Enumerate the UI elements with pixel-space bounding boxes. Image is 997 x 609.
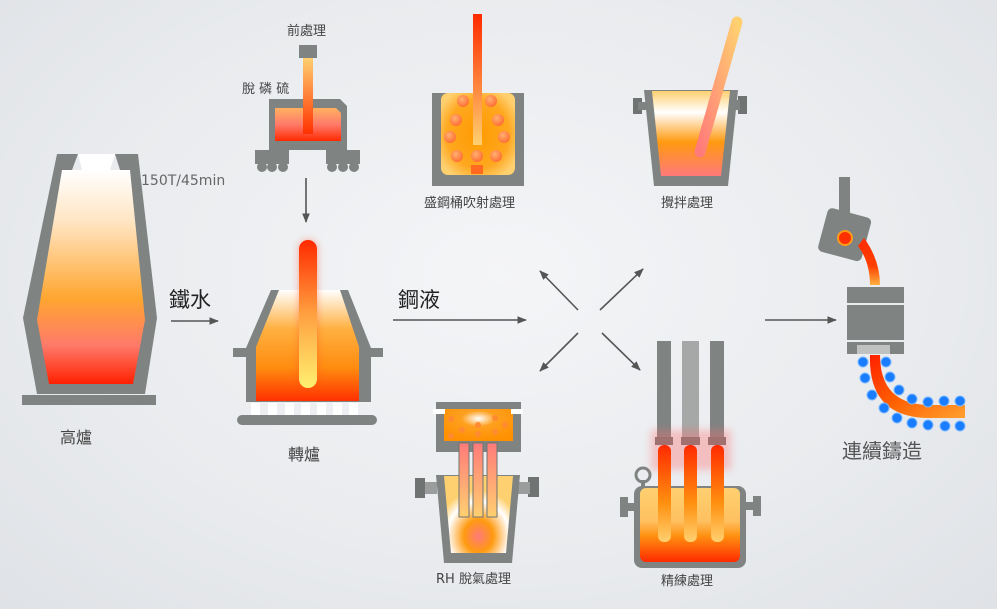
mold-top: [847, 287, 904, 303]
tundish-stream: [858, 238, 880, 285]
converter-base: [237, 415, 377, 425]
arc-left: [658, 445, 671, 542]
stirring-rod: [694, 16, 743, 158]
refining-left-trunnion-arm: [626, 503, 636, 511]
refining-left-trunnion: [620, 497, 628, 517]
arc-right: [711, 445, 724, 542]
label-ladle-injection: 盛鋼桶吹射處理: [424, 196, 516, 211]
label-stirring: 攪拌處理: [661, 196, 714, 211]
stirring-left-trunnion-arm: [638, 102, 648, 110]
pretreatment-wheels: [257, 162, 359, 172]
arrow-to-rh: [539, 332, 579, 372]
flow-label-molten-steel: 鋼液: [398, 288, 440, 312]
refining-right-trunnion: [753, 496, 761, 516]
label-rh-degassing: RH 脫氣處理: [436, 572, 511, 587]
arrow-to-ladle-injection: [539, 270, 579, 311]
rh-chamber-right-port: [511, 409, 523, 414]
rh-ladle-left-trunnion: [415, 478, 425, 498]
stirring-right-trunnion: [738, 96, 747, 114]
pretreatment-lance: [303, 58, 313, 134]
refining-lid-hook: [634, 466, 652, 484]
guide-rollers: [857, 356, 966, 432]
blast-furnace-molten-iron: [37, 170, 145, 384]
injection-nozzle-glow: [471, 165, 483, 174]
rh-ladle-left-trunnion-arm: [425, 482, 437, 494]
electrode-right: [710, 341, 724, 443]
rh-ladle-right-trunnion: [528, 477, 539, 497]
blast-furnace-base: [22, 395, 156, 405]
refining-furnace: [620, 341, 761, 568]
arc-center: [684, 445, 697, 542]
pretreatment-car-right-frame: [326, 150, 360, 164]
rh-degasser: [415, 402, 539, 563]
label-continuous-casting: 連續鑄造: [842, 439, 922, 463]
flow-arrows: [171, 178, 837, 372]
capacity-label: 150T/45min: [141, 173, 226, 189]
injection-bubbles: [444, 95, 510, 162]
injection-lance: [473, 14, 482, 145]
pretreatment-lance-head: [299, 45, 317, 58]
arrow-to-stirring: [599, 268, 644, 311]
label-converter: 轉爐: [288, 445, 321, 464]
rh-snorkels: [458, 442, 498, 518]
blast-furnace-top-opening: [78, 154, 115, 170]
label-refining: 精練處理: [661, 574, 714, 589]
label-pretreatment: 前處理: [287, 24, 327, 39]
converter-tuyeres: [251, 403, 358, 415]
label-blast-furnace: 高爐: [60, 428, 93, 447]
mold-outlet: [857, 345, 890, 354]
electrode-left: [657, 341, 671, 443]
rh-chamber-left-port: [433, 409, 445, 414]
rh-ladle-right-trunnion-arm: [518, 482, 530, 494]
stirring-ladle: [633, 16, 747, 186]
mold-body: [847, 305, 904, 340]
blast-furnace: [22, 154, 157, 405]
ladle-injection-vessel: [432, 14, 524, 186]
electrode-center: [682, 341, 699, 443]
converter: [233, 240, 383, 425]
pretreatment-car-left-frame: [255, 150, 289, 164]
flow-label-hot-metal: 鐵水: [169, 288, 211, 312]
refining-lid-hook-stem: [641, 480, 645, 490]
converter-oxygen-lance: [299, 240, 317, 388]
stirring-left-trunnion: [633, 98, 642, 114]
refining-right-trunnion-arm: [744, 502, 755, 510]
arrow-to-refining: [601, 332, 641, 371]
tundish-nozzle: [837, 230, 853, 246]
label-dephosphorization-desulfurization: 脫 磷 硫: [242, 82, 290, 97]
cast-strand: [869, 355, 965, 418]
tundish-stem: [839, 177, 850, 217]
continuous-caster: [818, 177, 966, 432]
rh-bubbles: [448, 415, 508, 439]
pretreatment-vessel: [255, 45, 360, 172]
